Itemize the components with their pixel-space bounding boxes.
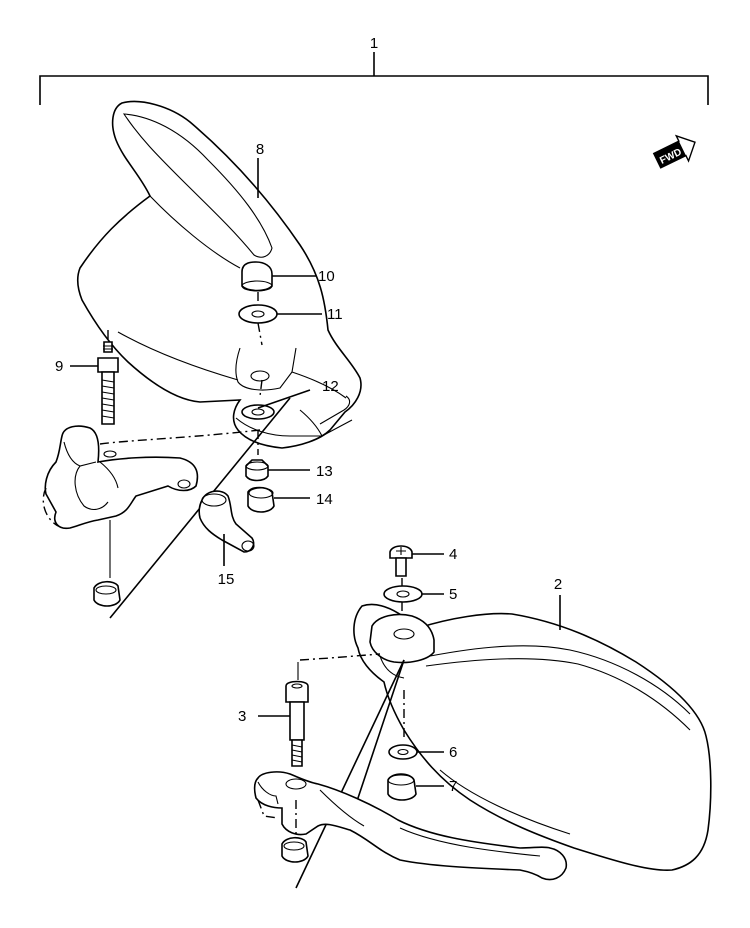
callout-7-label: 7 xyxy=(449,778,457,795)
callout-12-label: 12 xyxy=(322,378,339,395)
nut-bottom-right xyxy=(281,836,309,863)
clamp-bracket-left xyxy=(42,425,199,530)
screw-4 xyxy=(389,545,413,577)
callout-1-label: 1 xyxy=(370,35,378,52)
callout-2-label: 2 xyxy=(554,576,562,593)
fwd-arrow-icon: FWD xyxy=(652,134,696,169)
callout-15-label: 15 xyxy=(218,571,235,588)
callout-6-label: 6 xyxy=(449,744,457,761)
lever-assembly xyxy=(253,771,568,881)
cap-nut-10 xyxy=(241,261,273,292)
guard-mount-block xyxy=(369,613,435,679)
nut-14 xyxy=(247,486,275,513)
collar-6 xyxy=(388,744,418,760)
assembly-bracket: 1 xyxy=(39,35,709,105)
callout-13-label: 13 xyxy=(316,463,333,480)
callout-3-label: 3 xyxy=(238,708,246,725)
bolt-3 xyxy=(285,680,309,767)
callout-8-label: 8 xyxy=(256,141,264,158)
callout-9-label: 9 xyxy=(55,358,63,375)
bolt-9 xyxy=(97,341,119,425)
washer-5 xyxy=(383,585,423,603)
collar-13 xyxy=(245,459,269,482)
hand-guard-left xyxy=(77,100,362,449)
washer-11 xyxy=(238,304,278,324)
callout-11-label: 11 xyxy=(327,306,343,323)
callout-14-label: 14 xyxy=(316,491,333,508)
callout-5-label: 5 xyxy=(449,586,457,603)
callout-10-label: 10 xyxy=(318,268,335,285)
nut-7 xyxy=(387,773,417,801)
nut-bottom-left xyxy=(93,580,121,607)
callout-4-label: 4 xyxy=(449,546,457,563)
boot-15 xyxy=(198,490,255,553)
washer-12 xyxy=(241,404,275,420)
